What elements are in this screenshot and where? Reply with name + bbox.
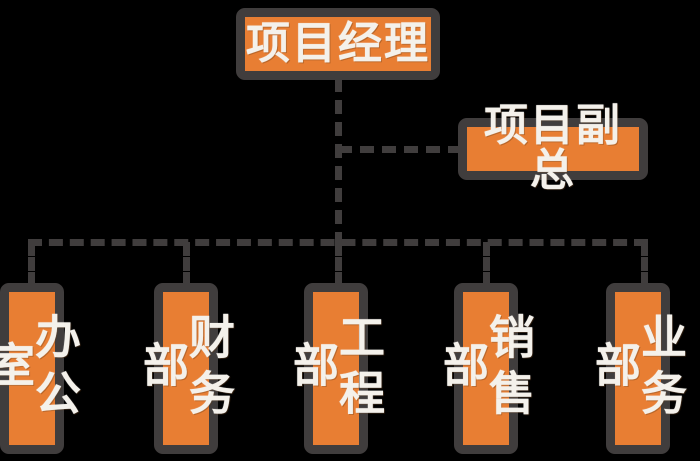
node-department-engineering[interactable]: 工程部 <box>286 283 386 454</box>
connector-drop-sales <box>483 242 490 286</box>
node-deputy-general-manager-label: 项目副总 <box>484 100 622 196</box>
node-project-manager-label: 项目经理 <box>246 17 430 69</box>
node-department-sales-label: 销售部 <box>436 312 536 425</box>
connector-drop-business <box>641 242 648 286</box>
node-department-office-label: 办公室 <box>0 312 82 425</box>
node-project-manager[interactable]: 项目经理 <box>236 8 440 80</box>
connector-drop-office <box>28 242 35 286</box>
connector-drop-engineering <box>335 242 342 286</box>
connector-manager-to-deputy <box>338 146 462 153</box>
node-department-finance[interactable]: 财务部 <box>136 283 236 454</box>
node-department-engineering-label: 工程部 <box>286 312 386 425</box>
node-department-finance-label: 财务部 <box>136 312 236 425</box>
connector-manager-trunk <box>335 78 342 246</box>
connector-drop-finance <box>183 242 190 286</box>
node-department-business-label: 业务部 <box>588 312 688 425</box>
node-department-sales[interactable]: 销售部 <box>436 283 536 454</box>
node-deputy-general-manager[interactable]: 项目副总 <box>458 103 648 193</box>
node-department-business[interactable]: 业务部 <box>588 283 688 454</box>
node-department-office[interactable]: 办公室 <box>0 283 82 454</box>
